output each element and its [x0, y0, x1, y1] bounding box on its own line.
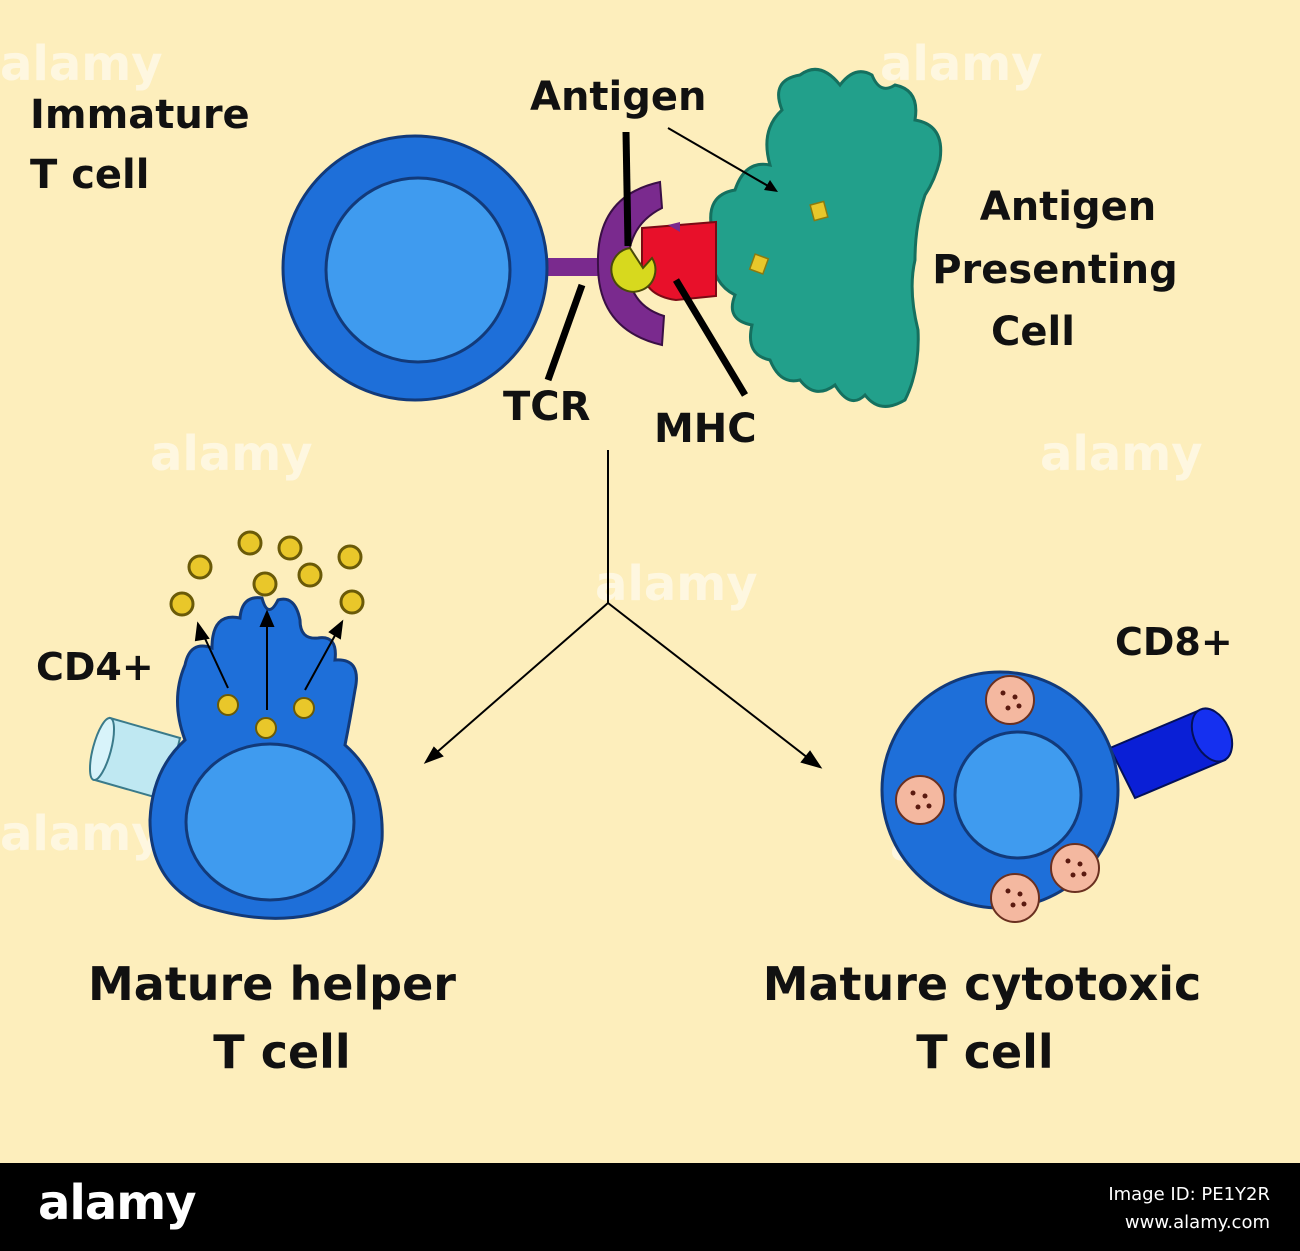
cytotoxic-cell-nucleus [953, 730, 1083, 860]
cd8-label: CD8+ [1115, 620, 1233, 664]
immature-label-line1: Immature [30, 92, 250, 138]
tcr-stalk [540, 258, 605, 276]
granule [293, 697, 315, 719]
tcell-maturation-diagram: alamy alamy alamy alamy alamy alamy alam… [0, 36, 1234, 1079]
antigen-label: Antigen [530, 74, 707, 120]
tcr-pointer [544, 283, 586, 382]
immature-cell-nucleus [324, 176, 512, 364]
cytotoxic-label-line1: Mature cytotoxic [763, 957, 1202, 1011]
apc-label-line1: Antigen [980, 184, 1157, 230]
cd8-receptor [1108, 707, 1234, 800]
granule [217, 694, 239, 716]
cytotoxic-t-cell [880, 670, 1234, 923]
arrowhead [764, 180, 778, 192]
watermark-text: alamy [1040, 426, 1203, 482]
pointer-lines [544, 127, 778, 397]
helper-label-line1: Mature helper [88, 957, 456, 1011]
footer-logo: alamy [38, 1175, 197, 1231]
watermark-text: alamy [150, 426, 313, 482]
antigen-fragment [748, 253, 770, 275]
helper-cell-nucleus [184, 742, 356, 902]
helper-label-line2: T cell [213, 1025, 350, 1079]
watermark-text: alamy [880, 36, 1043, 92]
watermark-text: alamy [595, 556, 758, 612]
apc-label-line3: Cell [991, 309, 1075, 355]
immature-t-cell [281, 134, 605, 402]
watermark-text: alamy [0, 36, 163, 92]
arrowhead [423, 746, 444, 764]
granule [255, 717, 277, 739]
mhc-pointer [672, 278, 749, 397]
stock-footer-bar: alamy Image ID: PE1Y2R www.alamy.com [0, 1163, 1300, 1251]
footer-image-id: Image ID: PE1Y2R [1108, 1184, 1270, 1205]
antigen-particle [610, 246, 657, 293]
watermark-text: alamy [0, 806, 163, 862]
footer-site: www.alamy.com [1124, 1212, 1270, 1233]
mhc-molecule [640, 220, 717, 302]
secreted-cytokines [169, 530, 365, 617]
tcr-label: TCR [503, 384, 590, 430]
branch-right [607, 602, 818, 766]
apc-label-line2: Presenting [932, 247, 1178, 293]
cd4-label: CD4+ [36, 645, 154, 689]
release-arrows [194, 609, 344, 710]
antigen-presenting-cell [709, 67, 943, 408]
tcr-arm [668, 222, 680, 232]
footer-info: Image ID: PE1Y2R www.alamy.com [1108, 1181, 1270, 1237]
cytotoxic-granules [895, 675, 1100, 923]
helper-t-cell [88, 530, 384, 920]
branch-arrows [423, 450, 823, 769]
cytotoxic-label-line2: T cell [916, 1025, 1053, 1079]
arrowhead [800, 750, 823, 769]
mhc-label: MHC [654, 406, 757, 452]
antigen-fragment [809, 200, 829, 222]
branch-left [427, 602, 609, 761]
antigen-pointer [622, 131, 632, 247]
antigen-pointer-thin [667, 127, 776, 191]
immature-label-line2: T cell [30, 152, 149, 198]
